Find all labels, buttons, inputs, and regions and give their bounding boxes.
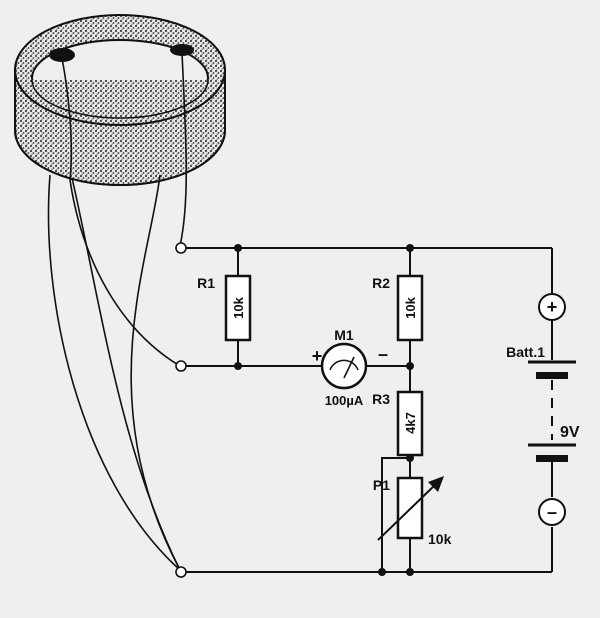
resistor-r2: R2 10k	[372, 274, 424, 342]
m1-plus: +	[312, 346, 323, 366]
junction-dot	[406, 568, 414, 576]
battery-plus: +	[547, 297, 558, 317]
junction-dot	[406, 362, 414, 370]
resistor-r3: R3 4k7	[372, 390, 424, 457]
terminals	[175, 242, 187, 578]
toroid-core	[14, 14, 226, 186]
junction-dot	[234, 244, 242, 252]
r1-value: 10k	[231, 296, 246, 318]
r1-name: R1	[197, 275, 215, 291]
p1-value: 10k	[428, 531, 452, 547]
coil-leads	[47, 52, 188, 571]
r3-name: R3	[372, 391, 390, 407]
junction-dot	[234, 362, 242, 370]
m1-minus: –	[378, 344, 388, 364]
battery-voltage: 9V	[560, 424, 580, 441]
core-hole	[49, 48, 75, 62]
m1-name: M1	[334, 327, 354, 343]
junction-dot	[406, 244, 414, 252]
r2-name: R2	[372, 275, 390, 291]
junction-dot	[378, 568, 386, 576]
meter-scale	[329, 359, 359, 371]
terminal	[175, 242, 187, 254]
terminal	[175, 360, 187, 372]
terminal	[175, 566, 187, 578]
r3-value: 4k7	[403, 412, 418, 434]
potentiometer-p1: P1 10k	[373, 476, 452, 547]
p1-name: P1	[373, 477, 390, 493]
junction-nodes	[234, 244, 414, 576]
r2-value: 10k	[403, 296, 418, 318]
arrow-icon	[428, 476, 444, 492]
battery-minus: –	[547, 502, 557, 522]
battery-plus-terminal	[538, 293, 566, 321]
core-hole	[170, 44, 194, 56]
meter-needle	[343, 356, 355, 379]
wiring	[186, 247, 553, 573]
battery-name: Batt.1	[506, 344, 545, 360]
resistor-r1: R1 10k	[197, 274, 252, 342]
battery-batt1: + – Batt.1 9V	[506, 293, 580, 526]
m1-value: 100µA	[325, 393, 364, 408]
meter-m1: M1 100µA + –	[312, 327, 388, 408]
meter-face	[320, 342, 368, 390]
battery-minus-terminal	[538, 498, 566, 526]
